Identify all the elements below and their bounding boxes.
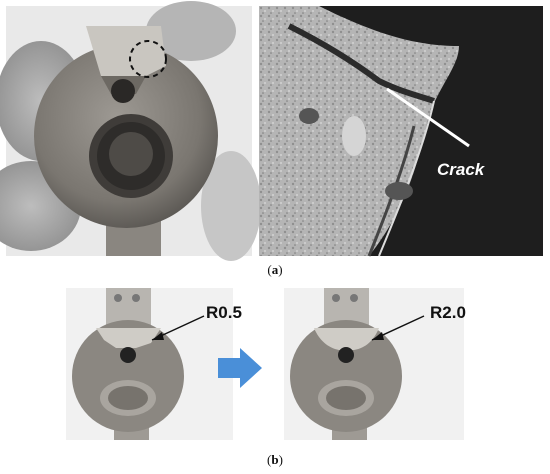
photo-part-in-hand-image [0,1,261,261]
photo-part-r20: R2.0 [284,288,466,440]
crack-label: Crack [437,160,485,179]
micrograph-crack: Crack [259,6,543,257]
micrograph-crack-image [259,6,543,257]
caption-a: (a) [255,262,295,278]
transition-arrow-icon [218,348,262,388]
photo-part-r20-image [284,288,464,440]
photo-part-r05-image [66,288,233,440]
right-arrow-icon [218,348,262,388]
radius-label-r05: R0.5 [206,303,242,322]
caption-a-letter: a [271,262,279,277]
caption-b: (b) [255,452,295,468]
radius-label-r20: R2.0 [430,303,466,322]
photo-part-r05: R0.5 [66,288,242,440]
caption-b-open: ( [267,452,272,467]
caption-b-letter: b [271,452,279,467]
caption-b-close: ) [278,452,283,467]
photo-part-in-hand [0,1,261,261]
caption-a-close: ) [278,262,283,277]
caption-a-open: ( [267,262,272,277]
